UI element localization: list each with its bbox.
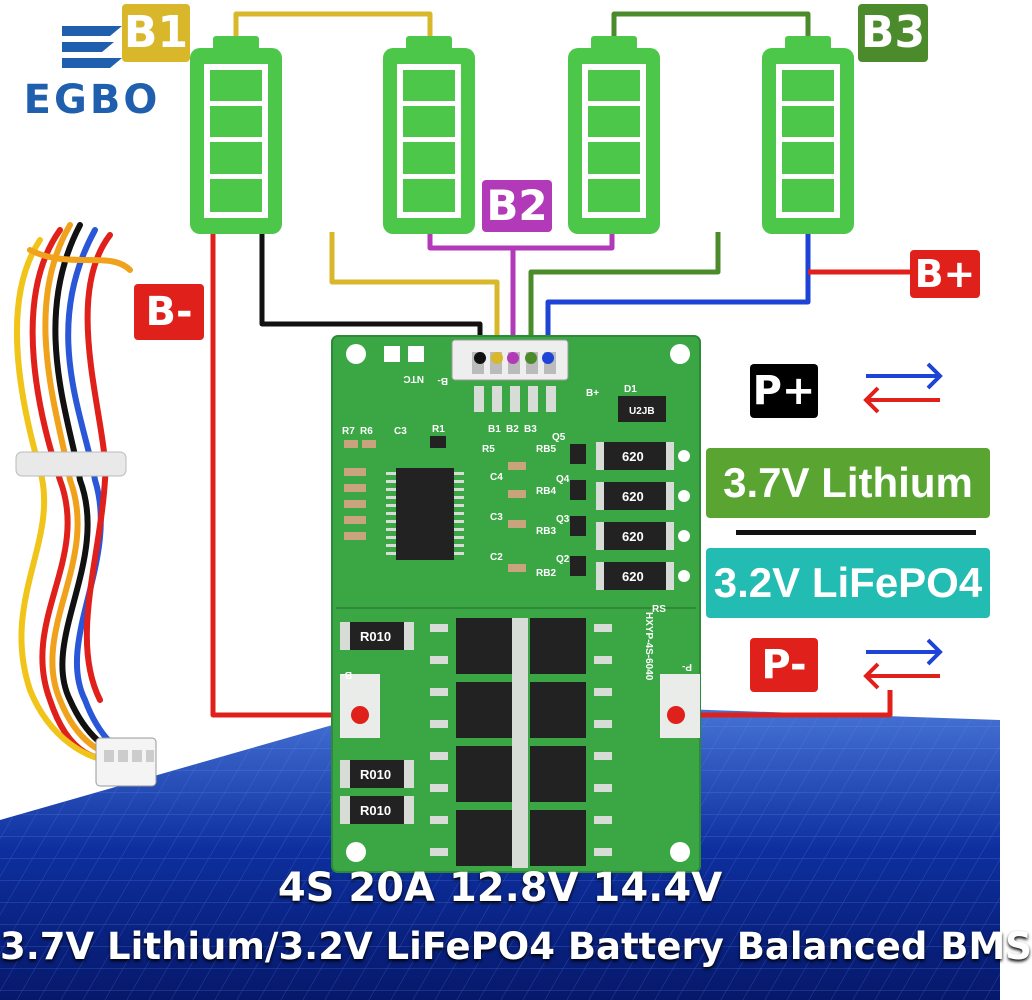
svg-text:D1: D1 — [624, 384, 637, 395]
svg-text:C3: C3 — [490, 512, 503, 523]
cable-tie — [15, 451, 127, 477]
svg-text:R6: R6 — [360, 426, 373, 437]
battery-cell-4 — [762, 36, 854, 234]
svg-text:B3: B3 — [524, 424, 537, 435]
label-b3: B3 — [858, 4, 928, 62]
svg-text:620: 620 — [622, 489, 644, 504]
svg-text:R1: R1 — [432, 424, 445, 435]
battery-cell-3 — [568, 36, 660, 234]
svg-text:R010: R010 — [360, 629, 391, 644]
svg-text:B+: B+ — [586, 388, 599, 399]
svg-text:R010: R010 — [360, 767, 391, 782]
label-b-minus: B- — [134, 284, 204, 340]
current-arrows — [863, 362, 943, 690]
svg-text:RB2: RB2 — [536, 568, 556, 579]
wire-harness — [13, 222, 138, 763]
svg-text:B-: B- — [437, 375, 448, 386]
balance-wires — [210, 11, 910, 718]
svg-text:Q3: Q3 — [556, 514, 570, 525]
svg-text:620: 620 — [622, 569, 644, 584]
svg-text:RB4: RB4 — [536, 486, 556, 497]
svg-text:Q4: Q4 — [556, 474, 570, 485]
label-lithium: 3.7V Lithium — [706, 448, 990, 518]
svg-text:HXYP-4S-6040: HXYP-4S-6040 — [643, 612, 654, 681]
svg-text:RB3: RB3 — [536, 526, 556, 537]
svg-text:P-: P- — [682, 661, 692, 672]
svg-text:U2JB: U2JB — [629, 406, 655, 417]
svg-text:Q2: Q2 — [556, 554, 570, 565]
svg-text:NTC: NTC — [403, 373, 424, 384]
svg-text:620: 620 — [622, 449, 644, 464]
svg-text:R010: R010 — [360, 803, 391, 818]
caption-title: 3.7V Lithium/3.2V LiFePO4 Battery Balanc… — [0, 925, 1032, 968]
label-b1: B1 — [122, 4, 190, 62]
logo-icon — [62, 26, 122, 68]
svg-text:RB5: RB5 — [536, 444, 556, 455]
bms-pcb: U2JB — [331, 335, 701, 873]
svg-text:R5: R5 — [482, 444, 495, 455]
battery-cell-2 — [383, 36, 475, 234]
label-b-plus: B+ — [910, 250, 980, 298]
label-lifepo4: 3.2V LiFePO4 — [706, 548, 990, 618]
logo-text: EGBO — [23, 77, 161, 123]
mosfets — [456, 618, 586, 866]
svg-text:C4: C4 — [490, 472, 503, 483]
pad-p-minus — [660, 674, 700, 738]
svg-text:R7: R7 — [342, 426, 355, 437]
label-p-minus: P- — [750, 638, 818, 692]
product-image: U2JB — [0, 4, 1032, 1000]
svg-text:Q5: Q5 — [552, 432, 566, 443]
svg-text:B1: B1 — [488, 424, 501, 435]
brand-logo: EGBO — [6, 22, 178, 126]
label-b2: B2 — [482, 180, 552, 232]
battery-cell-1 — [190, 36, 282, 234]
svg-text:620: 620 — [622, 529, 644, 544]
svg-text:C2: C2 — [490, 552, 503, 563]
svg-text:C3: C3 — [394, 426, 407, 437]
svg-text:B-: B- — [341, 669, 352, 680]
balance-resistors: 620 620 620 620 — [596, 442, 690, 590]
caption-specs: 4S 20A 12.8V 14.4V — [277, 865, 723, 911]
bms-diagram: U2JB — [0, 11, 1000, 1000]
label-divider — [736, 530, 976, 535]
svg-text:RS: RS — [652, 604, 666, 615]
label-p-plus: P+ — [750, 364, 818, 418]
shunt-resistors: R010 R010 R010 — [340, 622, 414, 824]
svg-text:B2: B2 — [506, 424, 519, 435]
